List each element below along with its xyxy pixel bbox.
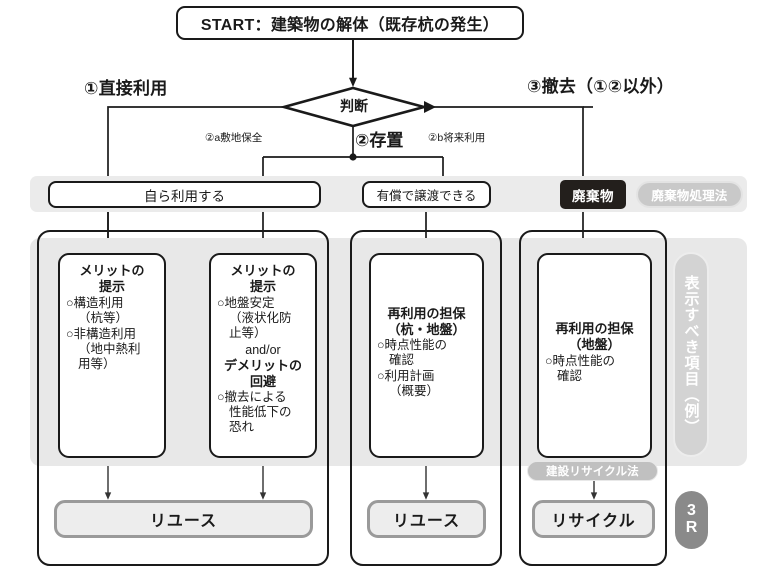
panel-retain <box>350 230 502 566</box>
display-items-pill: 表示すべき項目（例） <box>673 252 709 457</box>
content-connector-andor: and/or <box>245 342 281 357</box>
content-title: 再利用の担保 （杭・地盤） <box>387 305 466 337</box>
result-recycle: リサイクル <box>532 500 655 538</box>
content-box-reuse-pile-ground: 再利用の担保 （杭・地盤） ○時点性能の 確認 ○利用計画 （概要） <box>369 253 484 458</box>
three-r-digit: 3 <box>687 502 696 520</box>
result-reuse-a: リユース <box>54 500 313 538</box>
three-r-letter: R <box>685 519 698 536</box>
branch-label-removal: ③撤去（①②以外） <box>527 77 674 96</box>
decision-diamond-label: 判断 <box>340 98 368 114</box>
construction-recycle-law-pill: 建設リサイクル法 <box>527 461 658 481</box>
waste-box: 廃棄物 <box>560 180 626 209</box>
content-title-secondary: デメリットの 回避 <box>223 357 302 389</box>
content-title: メリットの 提示 <box>230 263 296 294</box>
content-box-merit-structural: メリットの 提示 ○構造利用 （杭等） ○非構造利用 （地中熱利 用等） <box>58 253 166 458</box>
content-item: ○地盤安定 （液状化防 止等） <box>217 295 292 340</box>
panel-direct-use <box>37 230 329 566</box>
content-item: ○撤去による 性能低下の 恐れ <box>217 390 292 435</box>
content-box-reuse-ground: 再利用の担保 （地盤） ○時点性能の 確認 <box>537 253 652 458</box>
own-use-box: 自ら利用する <box>48 181 321 208</box>
content-title: 再利用の担保 （地盤） <box>555 321 634 352</box>
content-box-merit-ground: メリットの 提示 ○地盤安定 （液状化防 止等） and/or デメリットの 回… <box>209 253 317 458</box>
content-item: ○構造利用 （杭等） <box>66 295 129 325</box>
waste-law-pill: 廃棄物処理法 <box>636 181 743 208</box>
content-item: ○非構造利用 （地中熱利 用等） <box>66 326 141 371</box>
branch-label-future-use: ②b将来利用 <box>428 132 486 144</box>
panel-removal <box>519 230 667 566</box>
content-item: ○時点性能の 確認 <box>545 353 616 383</box>
branch-label-retain: ②存置 <box>355 131 404 150</box>
content-item: ○時点性能の 確認 <box>377 338 448 368</box>
three-r-badge: 3 R <box>675 491 708 549</box>
branch-label-direct-use: ①直接利用 <box>84 79 168 98</box>
start-box: START：建築物の解体（既存杭の発生） <box>176 6 524 40</box>
branch-label-site-preservation: ②a敷地保全 <box>205 132 263 144</box>
result-reuse-b: リユース <box>367 500 486 538</box>
sell-box: 有償で譲渡できる <box>362 181 491 208</box>
content-title: メリットの 提示 <box>79 263 145 294</box>
content-item: ○利用計画 （概要） <box>377 369 440 399</box>
